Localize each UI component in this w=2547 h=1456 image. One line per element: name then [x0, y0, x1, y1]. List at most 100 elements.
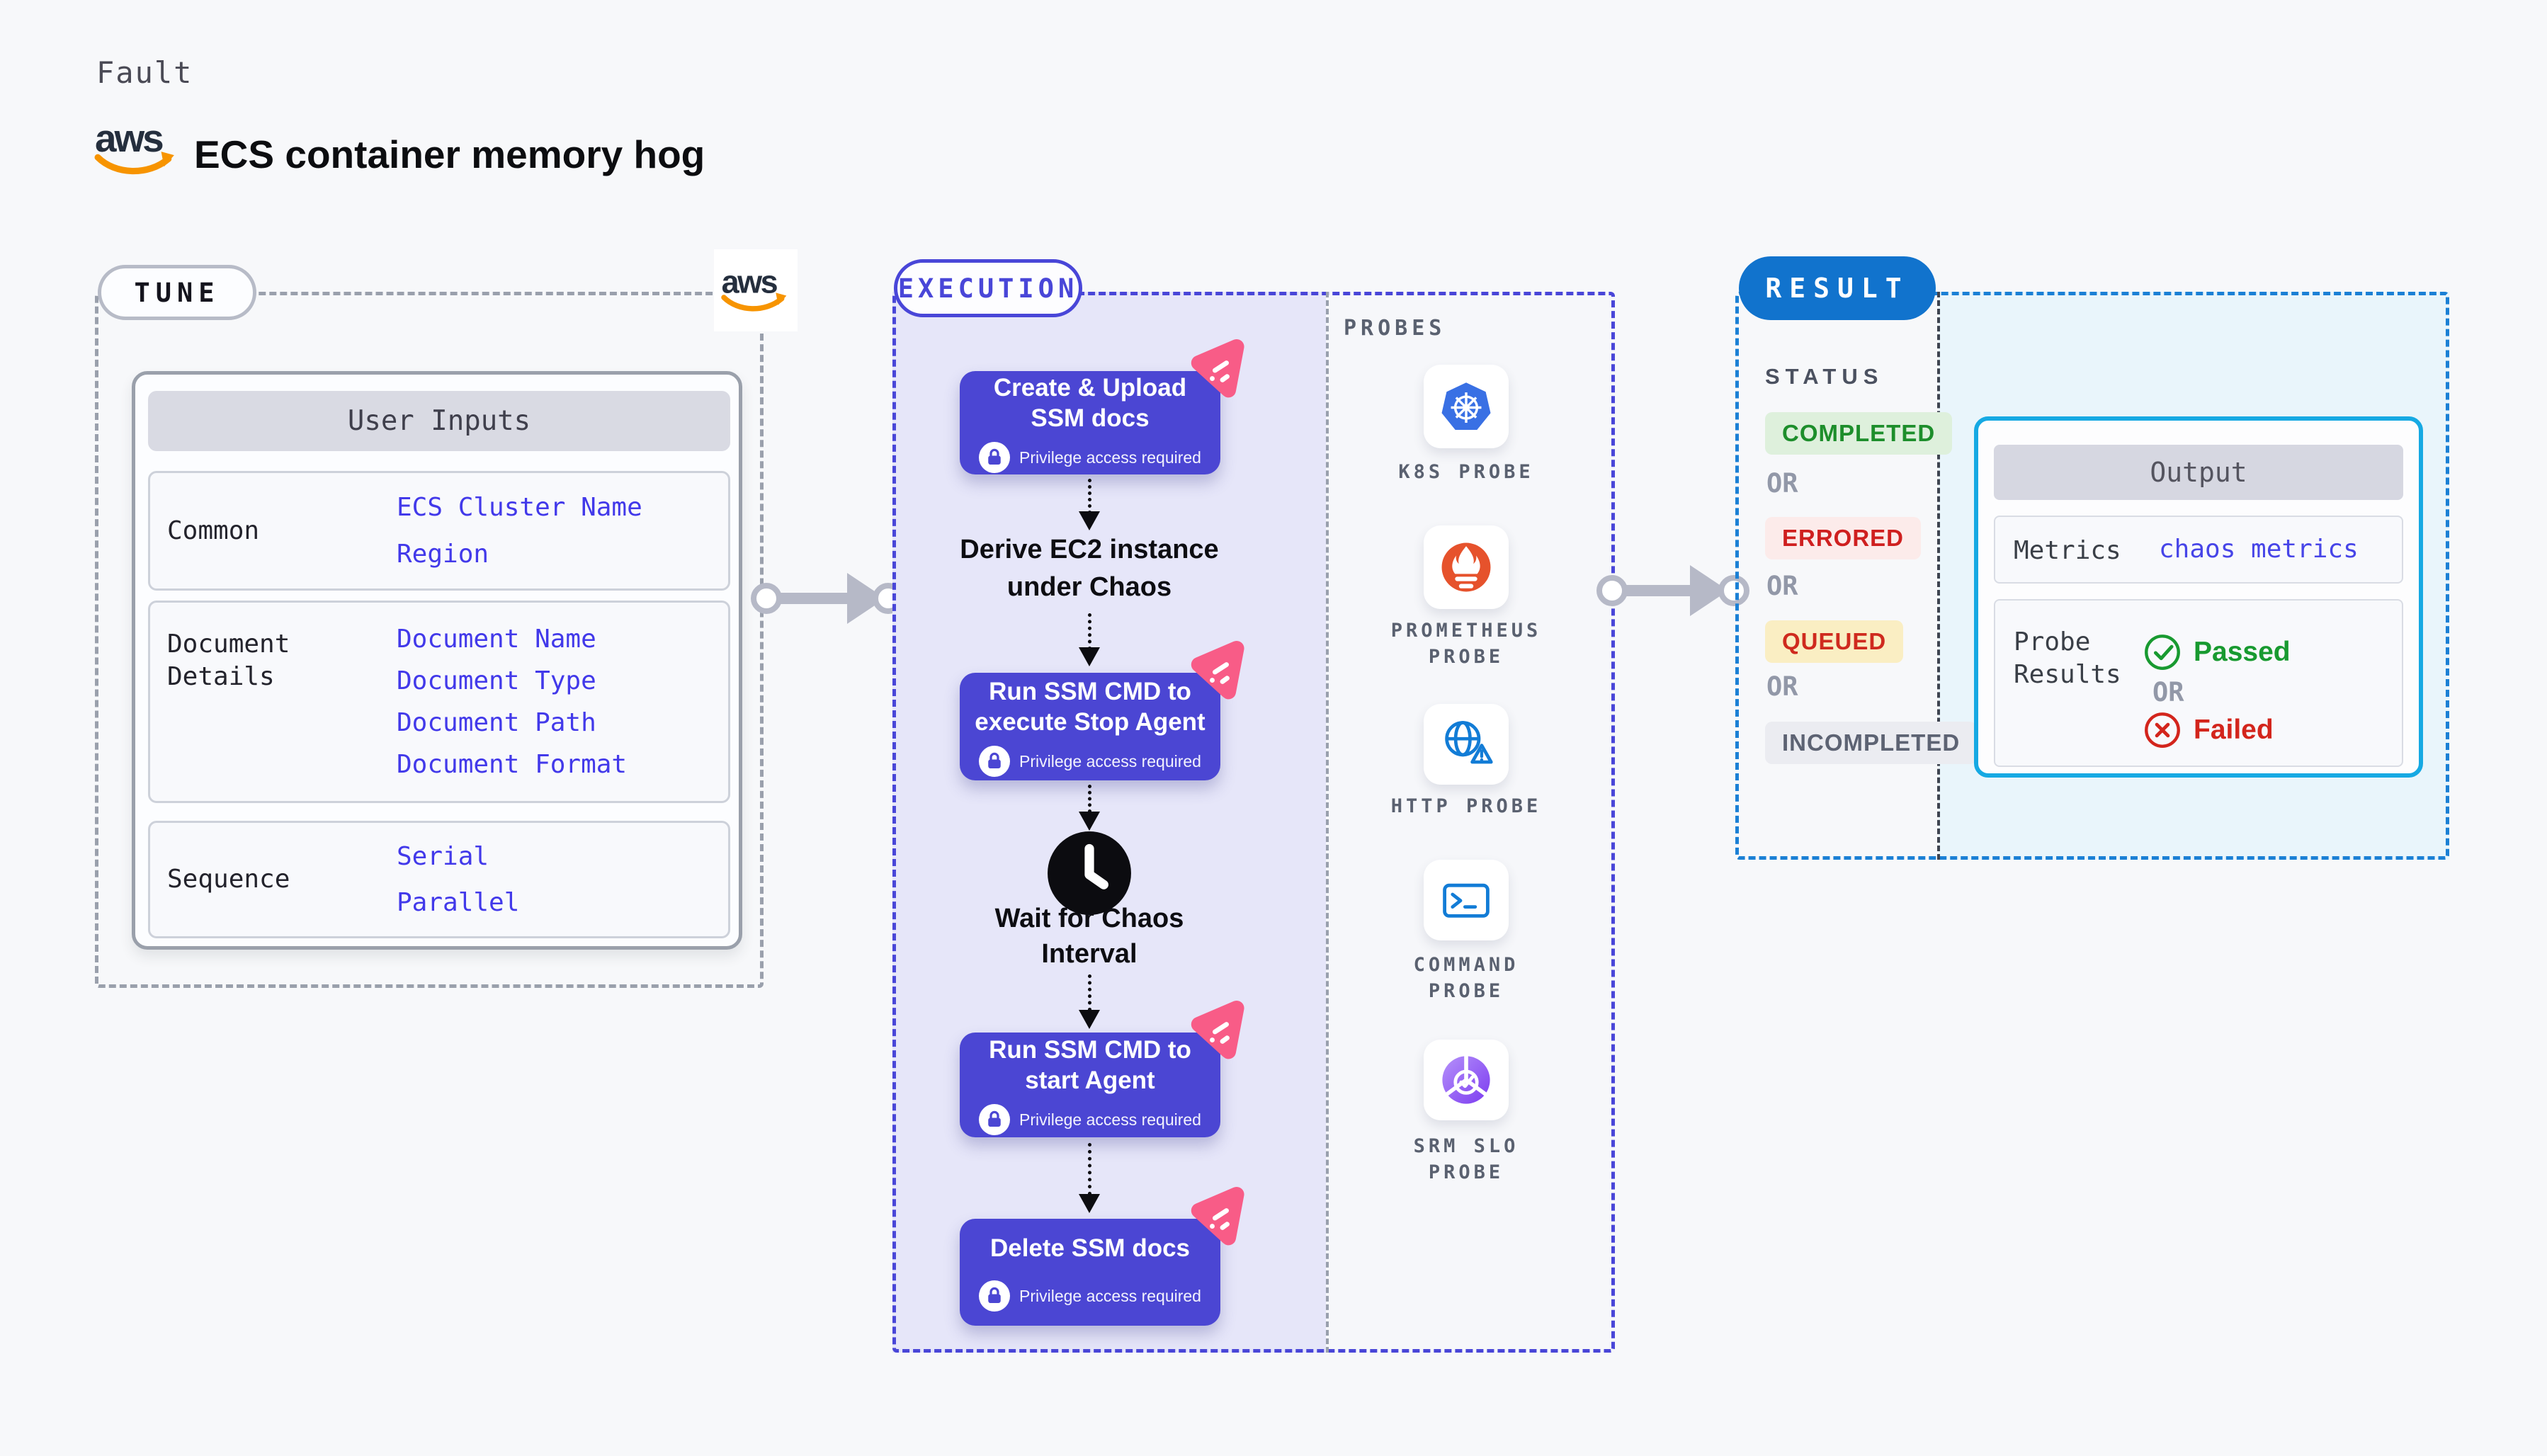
or-separator: OR	[1766, 671, 1798, 702]
execution-section-border	[892, 292, 1615, 1353]
input-link[interactable]: Document Type	[397, 666, 596, 695]
probe-results-label: Probe Results	[2014, 627, 2121, 689]
probe-results-row: Probe Results Passed OR Failed	[1994, 599, 2403, 767]
chaos-metrics-link[interactable]: chaos metrics	[2159, 535, 2359, 564]
chaos-experiment-icon	[1186, 339, 1254, 404]
privilege-row: Privilege access required	[979, 746, 1201, 777]
metrics-row: Metrics chaos metrics	[1994, 516, 2403, 584]
step-title: Create & Upload SSM docs	[993, 374, 1187, 432]
prometheus-icon	[1433, 534, 1499, 601]
connector-dot-icon	[751, 583, 782, 614]
input-link[interactable]: Document Format	[397, 749, 628, 779]
user-inputs-card: User Inputs Common ECS Cluster Name Regi…	[132, 371, 742, 950]
step-title: Run SSM CMD to execute Stop Agent	[975, 678, 1206, 736]
aws-tile	[714, 249, 798, 331]
probe-label: K8S PROBE	[1398, 461, 1534, 483]
privilege-note: Privilege access required	[1019, 1110, 1201, 1129]
step-delete-ssm-docs: Delete SSM docs Privilege access require…	[960, 1219, 1220, 1326]
input-link[interactable]: ECS Cluster Name	[397, 492, 642, 522]
privilege-note: Privilege access required	[1019, 1286, 1201, 1305]
input-link[interactable]: Serial	[397, 841, 489, 871]
input-link[interactable]: Document Name	[397, 624, 596, 654]
failed-line: Failed	[2143, 710, 2274, 750]
group-links: Document Name Document Type Document Pat…	[397, 603, 627, 801]
privilege-row: Privilege access required	[979, 442, 1201, 473]
input-group-document-details: Document Details Document Name Document …	[148, 601, 730, 803]
metrics-label: Metrics	[2014, 536, 2121, 565]
probe-tile-srm-slo	[1424, 1040, 1509, 1120]
step-run-ssm-stop-agent: Run SSM CMD to execute Stop Agent Privil…	[960, 673, 1220, 780]
step-title: Delete SSM docs	[989, 1234, 1191, 1262]
lock-icon	[979, 1280, 1011, 1312]
step-wait-chaos-interval: Wait for Chaos Interval	[994, 904, 1184, 969]
flow-arrow	[1612, 585, 1697, 596]
kubernetes-icon	[1434, 374, 1499, 439]
group-links: Serial Parallel	[397, 823, 519, 936]
connector-dot-icon	[1718, 575, 1749, 606]
page-title: ECS container memory hog	[194, 132, 705, 176]
step-run-ssm-start-agent: Run SSM CMD to start Agent Privilege acc…	[960, 1033, 1220, 1137]
privilege-note: Privilege access required	[1019, 448, 1201, 467]
input-group-common: Common ECS Cluster Name Region	[148, 471, 730, 591]
connector-dot-icon	[1596, 575, 1628, 606]
status-heading: STATUS	[1765, 364, 1884, 389]
status-badge-errored: ERRORED	[1765, 517, 1922, 559]
fault-eyebrow: Fault	[96, 55, 193, 90]
user-inputs-header: User Inputs	[148, 391, 730, 451]
probe-label: SRM SLO PROBE	[1413, 1135, 1519, 1183]
chaos-experiment-icon	[1186, 1186, 1254, 1251]
terminal-icon	[1432, 866, 1500, 934]
privilege-row: Privilege access required	[979, 1104, 1201, 1135]
probes-zone	[1326, 292, 1615, 1353]
group-label: Document Details	[167, 630, 290, 691]
step-title: Run SSM CMD to start Agent	[989, 1036, 1191, 1094]
flow-connector	[1088, 785, 1091, 813]
http-globe-warning-icon	[1433, 711, 1499, 778]
group-label: Sequence	[167, 865, 290, 894]
output-card: Output Metrics chaos metrics Probe Resul…	[1974, 416, 2423, 778]
result-pill: RESULT	[1739, 256, 1936, 320]
result-section-border	[1735, 292, 2449, 860]
tune-pill: TUNE	[98, 265, 256, 320]
lock-icon	[979, 1104, 1011, 1135]
srm-slo-icon	[1432, 1046, 1500, 1114]
failed-label: Failed	[2194, 715, 2274, 745]
privilege-row: Privilege access required	[979, 1280, 1201, 1312]
output-header: Output	[1994, 445, 2403, 500]
input-link[interactable]: Region	[397, 539, 489, 569]
flow-arrow	[766, 593, 853, 604]
or-separator: OR	[2152, 677, 2184, 707]
status-badge-queued: QUEUED	[1765, 620, 1904, 663]
group-label: Common	[167, 516, 260, 545]
chaos-experiment-icon	[1186, 640, 1254, 705]
step-create-upload-ssm-docs: Create & Upload SSM docs Privilege acces…	[960, 371, 1220, 474]
aws-logo	[93, 113, 180, 184]
status-output-separator	[1937, 292, 1940, 860]
input-link[interactable]: Document Path	[397, 707, 596, 737]
probe-tile-command	[1424, 860, 1509, 940]
step-derive-ec2-instance: Derive EC2 instance under Chaos	[960, 535, 1219, 602]
status-badge-incompleted: INCOMPLETED	[1765, 722, 1978, 764]
flow-connector	[1088, 613, 1091, 650]
lock-icon	[979, 442, 1011, 473]
aws-logo	[720, 261, 791, 319]
flow-arrowhead-icon	[1079, 511, 1100, 530]
flow-arrowhead-icon	[1079, 647, 1100, 666]
failed-cross-icon	[2143, 710, 2182, 750]
execution-pill: EXECUTION	[894, 259, 1082, 317]
chaos-experiment-icon	[1186, 1000, 1254, 1065]
input-link[interactable]: Parallel	[397, 887, 520, 917]
flow-connector	[1088, 974, 1091, 1011]
passed-label: Passed	[2194, 637, 2291, 667]
probe-label: PROMETHEUS PROBE	[1390, 620, 1542, 668]
probes-heading: PROBES	[1344, 316, 1446, 341]
flow-connector	[1088, 1143, 1091, 1195]
probes-separator	[1326, 292, 1329, 1353]
tune-section-border	[95, 292, 764, 988]
flow-connector	[1088, 479, 1091, 514]
status-badge-completed: COMPLETED	[1765, 412, 1953, 455]
probe-label: COMMAND PROBE	[1413, 954, 1519, 1002]
probe-label: HTTP PROBE	[1390, 795, 1542, 817]
probe-tile-k8s	[1424, 365, 1509, 448]
